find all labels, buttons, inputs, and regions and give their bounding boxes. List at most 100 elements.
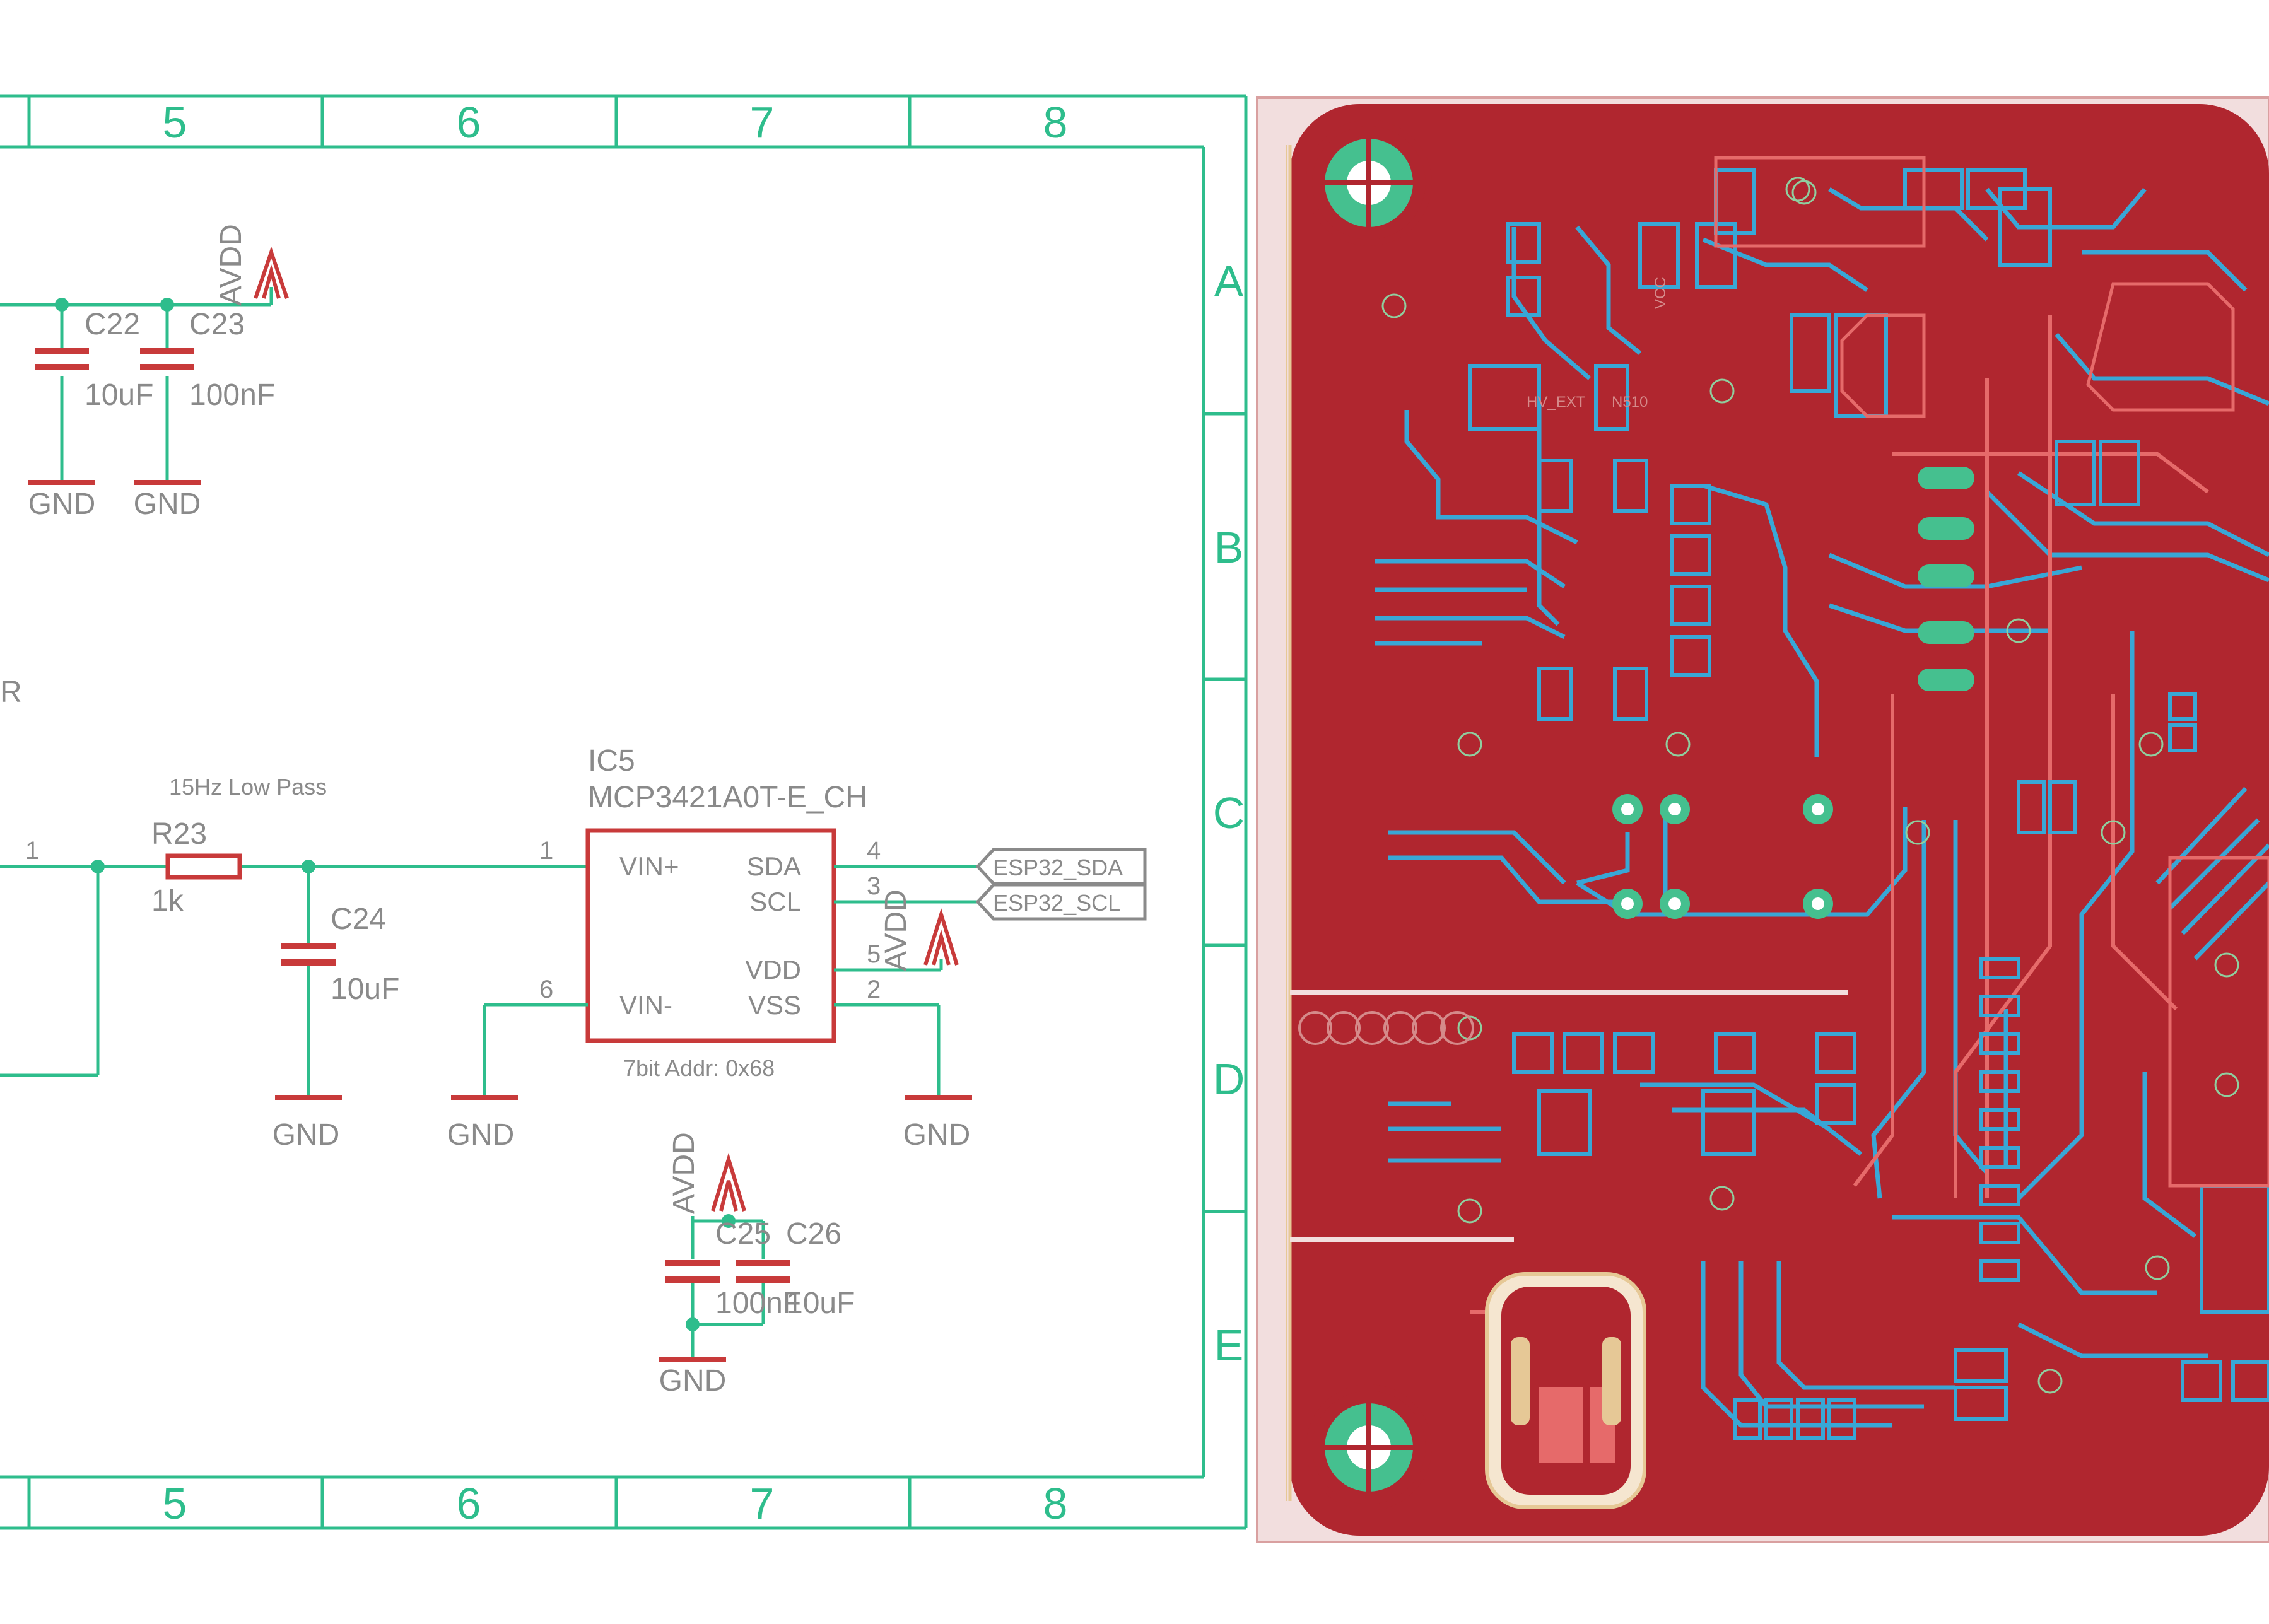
wires [0, 287, 273, 482]
low-pass-filter[interactable]: 15Hz Low Pass 1 R23 1k C24 10uF GND [0, 774, 587, 1152]
pin-name: VDD [745, 955, 801, 984]
net-label-avdd: AVDD [879, 889, 913, 971]
pin-number: 6 [539, 976, 553, 1003]
cap-value: 100nF [715, 1287, 801, 1320]
col-label: 8 [1043, 1479, 1068, 1528]
col-label: 7 [750, 1479, 775, 1528]
header-pins[interactable] [1271, 990, 1848, 1242]
gnd-label: GND [447, 1118, 515, 1152]
junction [722, 1214, 736, 1228]
net-flag-label: ESP32_SDA [993, 855, 1123, 880]
ic-body[interactable] [585, 828, 836, 1043]
col-label: 8 [1043, 98, 1068, 147]
resistor-value: 1k [151, 884, 184, 918]
filter-title: 15Hz Low Pass [169, 774, 327, 800]
supply-arrow-symbol [923, 908, 959, 966]
silk-label: VCC [1652, 277, 1669, 309]
gnd-label: GND [273, 1118, 340, 1152]
cap-ref: C23 [189, 308, 245, 341]
supply-arrow-symbol [711, 1152, 746, 1212]
net-flag-label: ESP32_SCL [993, 890, 1120, 916]
partial-label: R [0, 675, 22, 709]
junction [55, 298, 69, 312]
cap-value: 100nF [189, 378, 275, 412]
row-label: D [1213, 1054, 1245, 1104]
gnd-label: GND [134, 488, 201, 521]
board-features[interactable]: HV_EXT N510 VCC [1271, 120, 2269, 1510]
sheet-frame [0, 94, 1248, 1530]
cap-ref: C22 [85, 308, 140, 341]
schematic-sheet[interactable]: 5 6 7 8 5 6 7 8 A B C D E [0, 94, 1248, 1530]
capacitor-symbol [35, 348, 194, 370]
column-labels-top: 5 6 7 8 [163, 98, 1068, 147]
col-label: 7 [750, 98, 775, 147]
junction [91, 860, 105, 873]
net-label-avdd: AVDD [667, 1132, 701, 1214]
junction [160, 298, 174, 312]
net-label-avdd: AVDD [214, 224, 248, 306]
cap-value: 10uF [331, 973, 399, 1006]
pin-name: VIN- [619, 990, 672, 1020]
pin-name: VIN+ [619, 851, 679, 881]
ic-footprints[interactable] [1714, 156, 2269, 1188]
capacitor-symbol [665, 1260, 790, 1283]
cap-ref: C26 [786, 1217, 841, 1251]
cap-value: 10uF [786, 1287, 855, 1320]
row-labels: A B C D E [1213, 257, 1245, 1370]
pin-number: 1 [539, 837, 553, 865]
mounting-hole[interactable] [1306, 120, 1432, 246]
silk-labels: HV_EXT N510 VCC [1527, 277, 1669, 411]
net-flag-scl[interactable]: ESP32_SCL [975, 883, 1147, 921]
ic-ref: IC5 [588, 744, 635, 778]
capacitor-symbol [281, 943, 336, 966]
cap-ref: C25 [715, 1217, 771, 1251]
vias [1381, 177, 2239, 1394]
cap-ref: C24 [331, 903, 386, 936]
gnd-label: GND [903, 1118, 971, 1152]
junction [686, 1317, 700, 1331]
pin-number: 5 [867, 940, 881, 968]
pin-number: 3 [867, 872, 881, 900]
supply-decoupling-top[interactable]: AVDD C22 C23 10uF 100nF GND GND [0, 224, 289, 521]
silk-label: N510 [1612, 394, 1648, 411]
resistor-ref: R23 [151, 817, 207, 851]
col-label: 6 [457, 1479, 481, 1528]
pcb-layout[interactable]: HV_EXT N510 VCC [1256, 96, 2269, 1543]
connector-footprint[interactable] [1485, 1272, 1646, 1509]
ic-part: MCP3421A0T-E_CH [588, 781, 867, 814]
net-flag-sda[interactable]: ESP32_SDA [975, 848, 1147, 885]
col-label: 5 [163, 1479, 187, 1528]
cap-value: 10uF [85, 378, 153, 412]
pin-number: 1 [25, 837, 39, 865]
col-label: 5 [163, 98, 187, 147]
supply-decoupling-bottom[interactable]: AVDD C25 C26 100nF 10uF GND [659, 1132, 855, 1398]
silk-label: HV_EXT [1527, 394, 1586, 411]
column-labels-bottom: 5 6 7 8 [163, 1479, 1068, 1528]
pin-wires [483, 865, 981, 1097]
through-hole-pads[interactable] [1612, 467, 1974, 919]
resistor-symbol [165, 853, 242, 880]
bottom-layer-traces [1375, 187, 2269, 1428]
row-label: A [1214, 257, 1244, 306]
pin-number: 4 [867, 837, 881, 865]
pin-number: 2 [867, 976, 881, 1003]
gnd-label: GND [28, 488, 96, 521]
component-pads[interactable] [1468, 168, 2269, 1440]
row-label: B [1214, 523, 1244, 572]
row-label: C [1213, 788, 1245, 838]
pin-name: SDA [747, 851, 801, 881]
ic-mcp3421[interactable]: IC5 MCP3421A0T-E_CH VIN+ VIN- 1 6 SDA SC… [447, 744, 981, 1152]
supply-arrow-symbol [254, 246, 289, 299]
col-label: 6 [457, 98, 481, 147]
address-note: 7bit Addr: 0x68 [623, 1055, 775, 1081]
junction [302, 860, 315, 873]
gnd-label: GND [659, 1364, 727, 1398]
wires [0, 865, 587, 1097]
pin-name: VSS [748, 990, 801, 1020]
board-copper-pour[interactable] [1290, 104, 2269, 1536]
row-label: E [1214, 1321, 1244, 1370]
pin-name: SCL [749, 887, 801, 916]
mounting-hole[interactable] [1306, 1384, 1432, 1510]
